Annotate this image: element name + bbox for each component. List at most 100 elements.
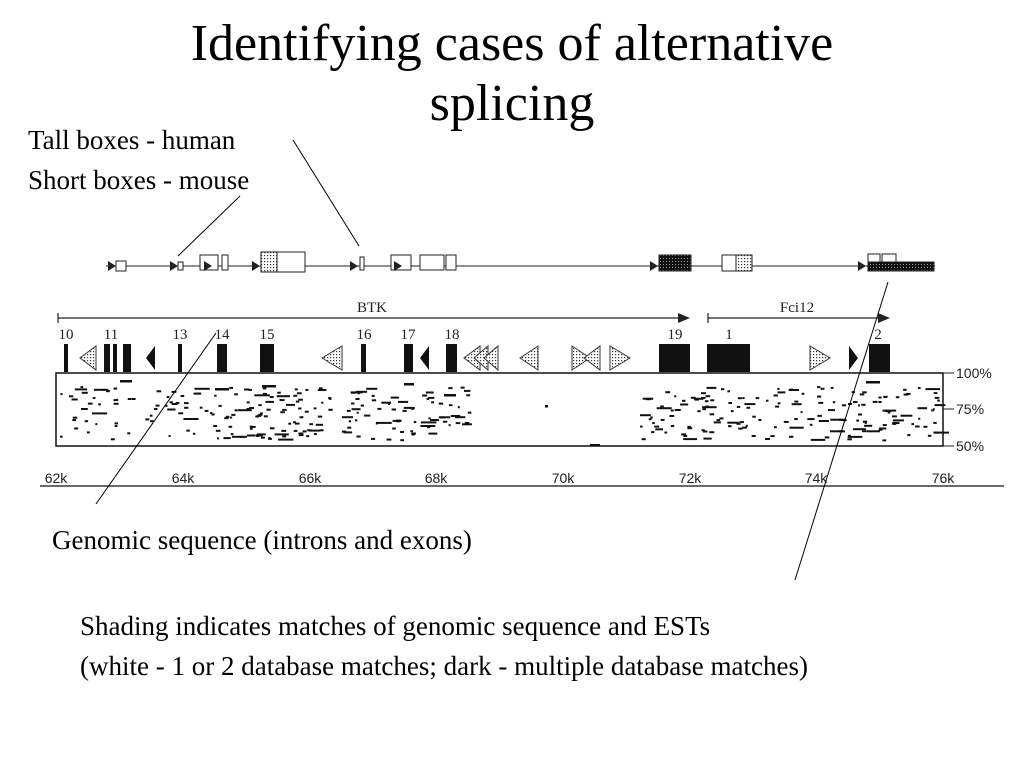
exon-label: 13 <box>173 327 188 343</box>
identity-dash <box>400 439 404 442</box>
identity-dash <box>755 397 760 400</box>
identity-dash <box>168 435 171 437</box>
identity-dash <box>866 430 880 433</box>
identity-dash <box>280 411 285 414</box>
identity-dash <box>249 407 254 409</box>
exon-block <box>64 344 68 372</box>
identity-dash <box>641 438 646 441</box>
identity-dash <box>328 408 333 411</box>
identity-dash <box>269 427 275 430</box>
exon-block <box>178 344 182 372</box>
identity-plot: 100% 75% 50% <box>55 365 992 454</box>
identity-dash <box>184 406 189 409</box>
identity-dash <box>809 423 813 426</box>
identity-dash <box>794 400 799 403</box>
identity-dash <box>69 395 74 398</box>
identity-dash <box>728 425 732 428</box>
identity-dash <box>263 415 268 418</box>
identity-dash <box>464 422 470 424</box>
genomic-callout-line <box>95 332 217 505</box>
identity-dash <box>545 405 548 408</box>
identity-dash <box>286 403 295 406</box>
identity-dash <box>900 414 913 417</box>
identity-dash <box>448 424 451 427</box>
repeat-element <box>849 346 858 370</box>
identity-dash <box>878 396 882 399</box>
identity-dash <box>225 415 230 418</box>
identity-dash <box>186 429 190 432</box>
identity-dash <box>830 418 846 421</box>
identity-dash <box>215 429 221 432</box>
identity-dash <box>262 392 267 395</box>
identity-dash <box>127 398 132 400</box>
identity-dash <box>145 418 150 421</box>
repeat-element <box>583 345 601 371</box>
identity-dash <box>765 399 769 402</box>
exon-label: 17 <box>401 327 417 343</box>
identity-dash <box>218 404 222 407</box>
exon-block <box>104 344 110 372</box>
identity-dash <box>74 427 79 430</box>
identity-dash <box>773 394 778 397</box>
est-exon-box <box>115 260 127 272</box>
identity-dash <box>214 394 217 397</box>
identity-dash <box>318 387 323 390</box>
identity-dash <box>400 431 404 433</box>
est-exon-box <box>221 254 229 271</box>
identity-dash <box>266 408 271 411</box>
identity-dash <box>746 406 751 409</box>
identity-dash <box>154 408 158 410</box>
identity-dash <box>892 415 897 418</box>
identity-dash <box>427 426 431 429</box>
identity-dash <box>268 437 272 440</box>
identity-dash <box>280 399 285 402</box>
identity-dash <box>738 427 743 430</box>
identity-dash <box>350 391 363 394</box>
identity-dash <box>810 438 826 441</box>
position-axis: 62k 64k 66k 68k 70k 72k 74k 76k <box>40 470 1004 487</box>
identity-dash <box>428 432 438 435</box>
est-exon-box <box>445 254 457 271</box>
identity-dash <box>651 431 655 434</box>
identity-dash <box>86 431 90 434</box>
identity-dash <box>450 415 461 417</box>
est-exon-box <box>721 254 737 272</box>
identity-dash <box>866 381 880 384</box>
exon-block <box>123 344 131 372</box>
identity-dash <box>204 409 209 412</box>
identity-dash <box>343 431 353 434</box>
repeat-element <box>519 345 539 371</box>
identity-dash <box>752 415 756 418</box>
identity-dash <box>317 389 327 391</box>
identity-dash <box>455 422 461 425</box>
identity-dash <box>933 392 938 395</box>
identity-dash <box>231 413 236 416</box>
identity-dash <box>210 412 213 414</box>
identity-dash <box>895 396 900 399</box>
identity-dash <box>120 380 132 383</box>
identity-dash <box>801 392 805 395</box>
identity-dash <box>229 386 233 389</box>
identity-dash <box>296 392 302 395</box>
identity-dash <box>386 438 392 441</box>
tall-boxes-note: Tall boxes - human <box>28 125 236 155</box>
identity-dash <box>774 426 777 429</box>
identity-dash <box>878 428 883 431</box>
identity-dash <box>687 425 691 428</box>
identity-dash <box>807 418 815 421</box>
identity-dash <box>351 408 361 411</box>
identity-dash <box>313 407 317 410</box>
identity-dash <box>701 392 706 395</box>
identity-dash <box>169 401 173 404</box>
identity-dash <box>918 417 921 420</box>
identity-dash <box>356 411 359 414</box>
identity-dash <box>260 412 263 415</box>
identity-dash <box>719 417 724 420</box>
identity-dash <box>113 387 118 390</box>
position-label: 68k <box>425 470 449 486</box>
identity-dash <box>932 408 935 411</box>
gene-track: BTK Fci12 <box>57 300 890 323</box>
identity-dash <box>351 402 355 405</box>
identity-dash <box>736 405 741 408</box>
